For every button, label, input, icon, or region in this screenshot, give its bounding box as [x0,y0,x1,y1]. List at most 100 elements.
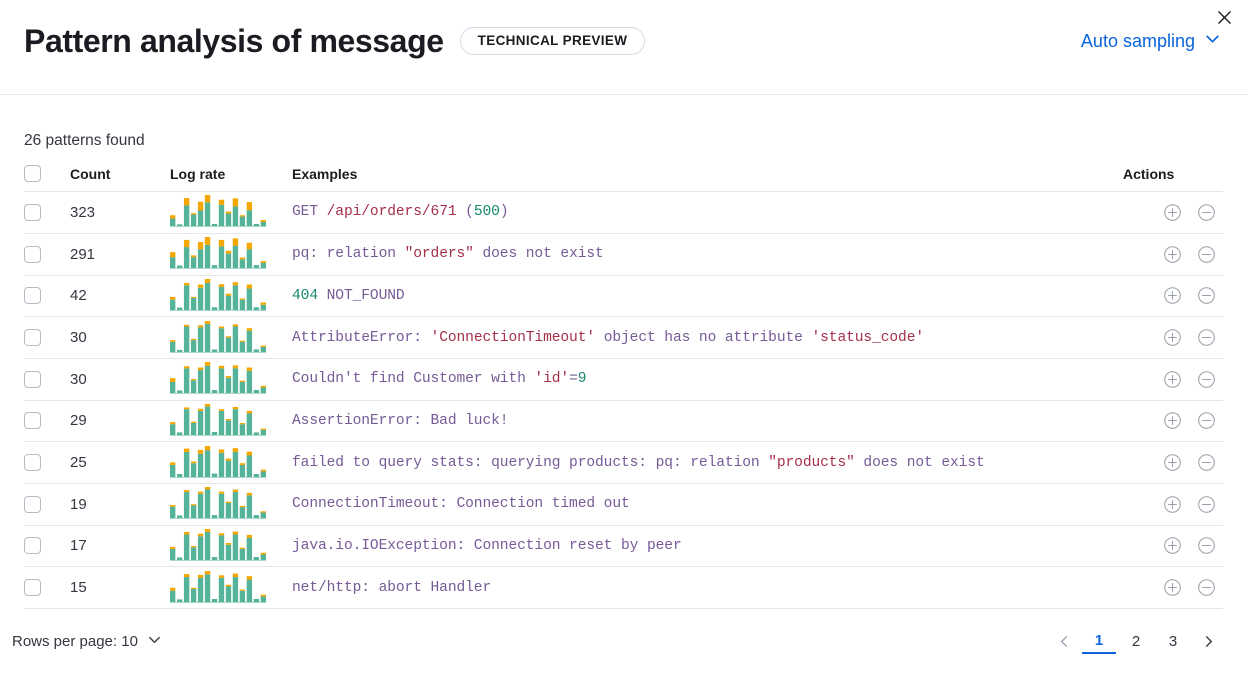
row-checkbox[interactable] [24,412,41,430]
example-token: /api/orders/671 [326,204,457,221]
flyout-body: 26 patterns found Count Log rate Example… [0,95,1247,610]
log-rate-header[interactable]: Log rate [170,165,292,193]
example-token: 'status_code' [811,329,925,346]
auto-sampling-label: Auto sampling [1080,30,1195,51]
example-token: ( [456,204,474,221]
actions-header: Actions [1123,165,1223,193]
row-example: AttributeError: 'ConnectionTimeout' obje… [292,316,1123,359]
example-token: "products" [768,454,855,471]
example-token: GET [292,204,327,221]
example-token: 500 [473,204,500,221]
row-select-cell [24,400,70,443]
plus-in-circle-icon[interactable] [1155,573,1189,603]
row-log-rate-sparkline [170,525,292,568]
row-log-rate-sparkline [170,483,292,526]
example-token: java.io.IOException: Connection reset by… [292,537,682,554]
row-count: 323 [70,191,170,234]
table-row[interactable]: 17 java.io.IOException: Connection reset … [24,525,1223,568]
minus-in-circle-icon[interactable] [1189,406,1223,436]
minus-in-circle-icon[interactable] [1189,531,1223,561]
row-count: 15 [70,566,170,610]
plus-in-circle-icon[interactable] [1155,531,1189,561]
table-row[interactable]: 323 GET /api/orders/671 (500) [24,191,1223,234]
row-example: pq: relation "orders" does not exist [292,233,1123,276]
chevron-down-icon [1204,30,1221,52]
plus-in-circle-icon[interactable] [1155,448,1189,478]
minus-in-circle-icon[interactable] [1189,448,1223,478]
row-checkbox[interactable] [24,370,41,388]
row-actions [1123,316,1223,359]
row-example: 404 NOT_FOUND [292,275,1123,318]
row-log-rate-sparkline [170,400,292,443]
flyout-header: Pattern analysis of message TECHNICAL PR… [0,0,1247,95]
row-example: GET /api/orders/671 (500) [292,191,1123,234]
minus-in-circle-icon[interactable] [1189,573,1223,603]
examples-header[interactable]: Examples [292,165,1123,193]
example-token: does not exist [473,246,604,263]
patterns-found-count: 26 patterns found [24,132,145,149]
row-checkbox[interactable] [24,329,41,347]
plus-in-circle-icon[interactable] [1155,281,1189,311]
rows-per-page-label: Rows per page: 10 [12,632,138,650]
row-checkbox[interactable] [24,203,41,221]
close-icon[interactable] [1211,4,1237,30]
rows-per-page-selector[interactable]: Rows per page: 10 [12,632,162,651]
example-token: AttributeError: [292,329,431,346]
row-select-cell [24,566,70,610]
row-example: AssertionError: Bad luck! [292,400,1123,443]
chevron-right-icon[interactable] [1193,626,1223,656]
plus-in-circle-icon[interactable] [1155,489,1189,519]
example-token: 404 [292,287,318,304]
minus-in-circle-icon[interactable] [1189,364,1223,394]
row-actions [1123,525,1223,568]
plus-in-circle-icon[interactable] [1155,406,1189,436]
row-count: 17 [70,525,170,568]
row-select-cell [24,275,70,318]
chevron-left-icon[interactable] [1049,626,1079,656]
row-log-rate-sparkline [170,441,292,484]
minus-in-circle-icon[interactable] [1189,197,1223,227]
page-number-3[interactable]: 3 [1168,632,1178,650]
auto-sampling-dropdown[interactable]: Auto sampling [1081,30,1223,52]
row-actions [1123,191,1223,234]
plus-in-circle-icon[interactable] [1155,323,1189,353]
plus-in-circle-icon[interactable] [1155,197,1189,227]
select-all-checkbox[interactable] [24,165,41,183]
row-actions [1123,400,1223,443]
row-checkbox[interactable] [24,537,41,555]
minus-in-circle-icon[interactable] [1189,239,1223,269]
plus-in-circle-icon[interactable] [1155,239,1189,269]
minus-in-circle-icon[interactable] [1189,489,1223,519]
row-checkbox[interactable] [24,495,41,513]
row-log-rate-sparkline [170,316,292,359]
row-checkbox[interactable] [24,287,41,305]
count-header[interactable]: Count [70,165,170,193]
row-checkbox[interactable] [24,454,41,472]
page-number-1[interactable]: 1 [1082,628,1116,655]
technical-preview-badge: TECHNICAL PREVIEW [459,26,646,56]
table-row[interactable]: 15 net/http: abort Handler [24,566,1223,610]
row-checkbox[interactable] [24,245,41,263]
page-number-2[interactable]: 2 [1131,632,1141,650]
plus-in-circle-icon[interactable] [1155,364,1189,394]
table-header: Count Log rate Examples Actions [24,165,1223,193]
chevron-down-icon [147,632,162,651]
row-example: net/http: abort Handler [292,566,1123,610]
patterns-table: Count Log rate Examples Actions 323 GET /… [24,165,1223,610]
row-checkbox[interactable] [24,579,41,597]
example-token: ) [499,204,509,221]
example-token: object has no attribute [595,329,812,346]
row-actions [1123,483,1223,526]
minus-in-circle-icon[interactable] [1189,323,1223,353]
minus-in-circle-icon[interactable] [1189,281,1223,311]
row-count: 19 [70,483,170,526]
row-select-cell [24,483,70,526]
